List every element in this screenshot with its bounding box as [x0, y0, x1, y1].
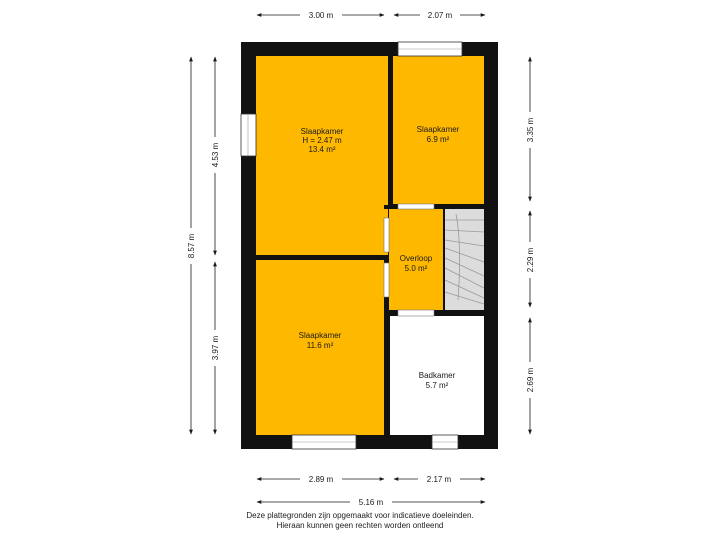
staircase	[444, 213, 485, 305]
room-height: H = 2.47 m	[302, 136, 342, 145]
room-label: Badkamer	[419, 371, 456, 380]
window	[397, 41, 463, 57]
door	[397, 309, 435, 317]
dimension-label: 2.29 m	[526, 247, 535, 272]
room-landing	[389, 209, 443, 310]
room-label: Slaapkamer	[301, 127, 344, 136]
disclaimer-line: Deze plattegronden zijn opgemaakt voor i…	[246, 511, 474, 520]
room-bedroom-lower	[256, 260, 384, 435]
room-bedroom-main	[256, 56, 388, 255]
door	[397, 203, 435, 210]
door	[383, 262, 390, 298]
disclaimer-line: Hieraan kunnen geen rechten worden ontle…	[276, 521, 444, 530]
dimension-label: 4.53 m	[211, 142, 220, 167]
dimension-label: 3.97 m	[211, 335, 220, 360]
room-area: 5.0 m²	[405, 264, 428, 273]
room-label: Slaapkamer	[299, 331, 342, 340]
interior-wall	[384, 205, 390, 209]
room-bedroom-small	[393, 56, 484, 204]
window	[240, 113, 257, 157]
dimension-label: 3.35 m	[526, 117, 535, 142]
room-label: Slaapkamer	[417, 125, 460, 134]
window	[431, 434, 459, 450]
disclaimer: Deze plattegronden zijn opgemaakt voor i…	[0, 511, 720, 531]
dimension-label: 2.89 m	[309, 475, 334, 484]
dimension-label: 3.00 m	[309, 11, 334, 20]
room-area: 11.6 m²	[307, 341, 334, 350]
room-bathroom	[390, 316, 484, 435]
room-label: Overloop	[400, 254, 433, 263]
dimension-label: 5.16 m	[359, 498, 384, 507]
dimension-label: 8.57 m	[187, 233, 196, 258]
room-area: 5.7 m²	[426, 381, 449, 390]
room-area: 13.4 m²	[308, 145, 335, 154]
dimension-label: 2.17 m	[427, 475, 452, 484]
window	[291, 434, 357, 450]
dimension-label: 2.69 m	[526, 367, 535, 392]
door	[383, 217, 390, 253]
room-area: 6.9 m²	[427, 135, 450, 144]
dimension-label: 2.07 m	[428, 11, 453, 20]
